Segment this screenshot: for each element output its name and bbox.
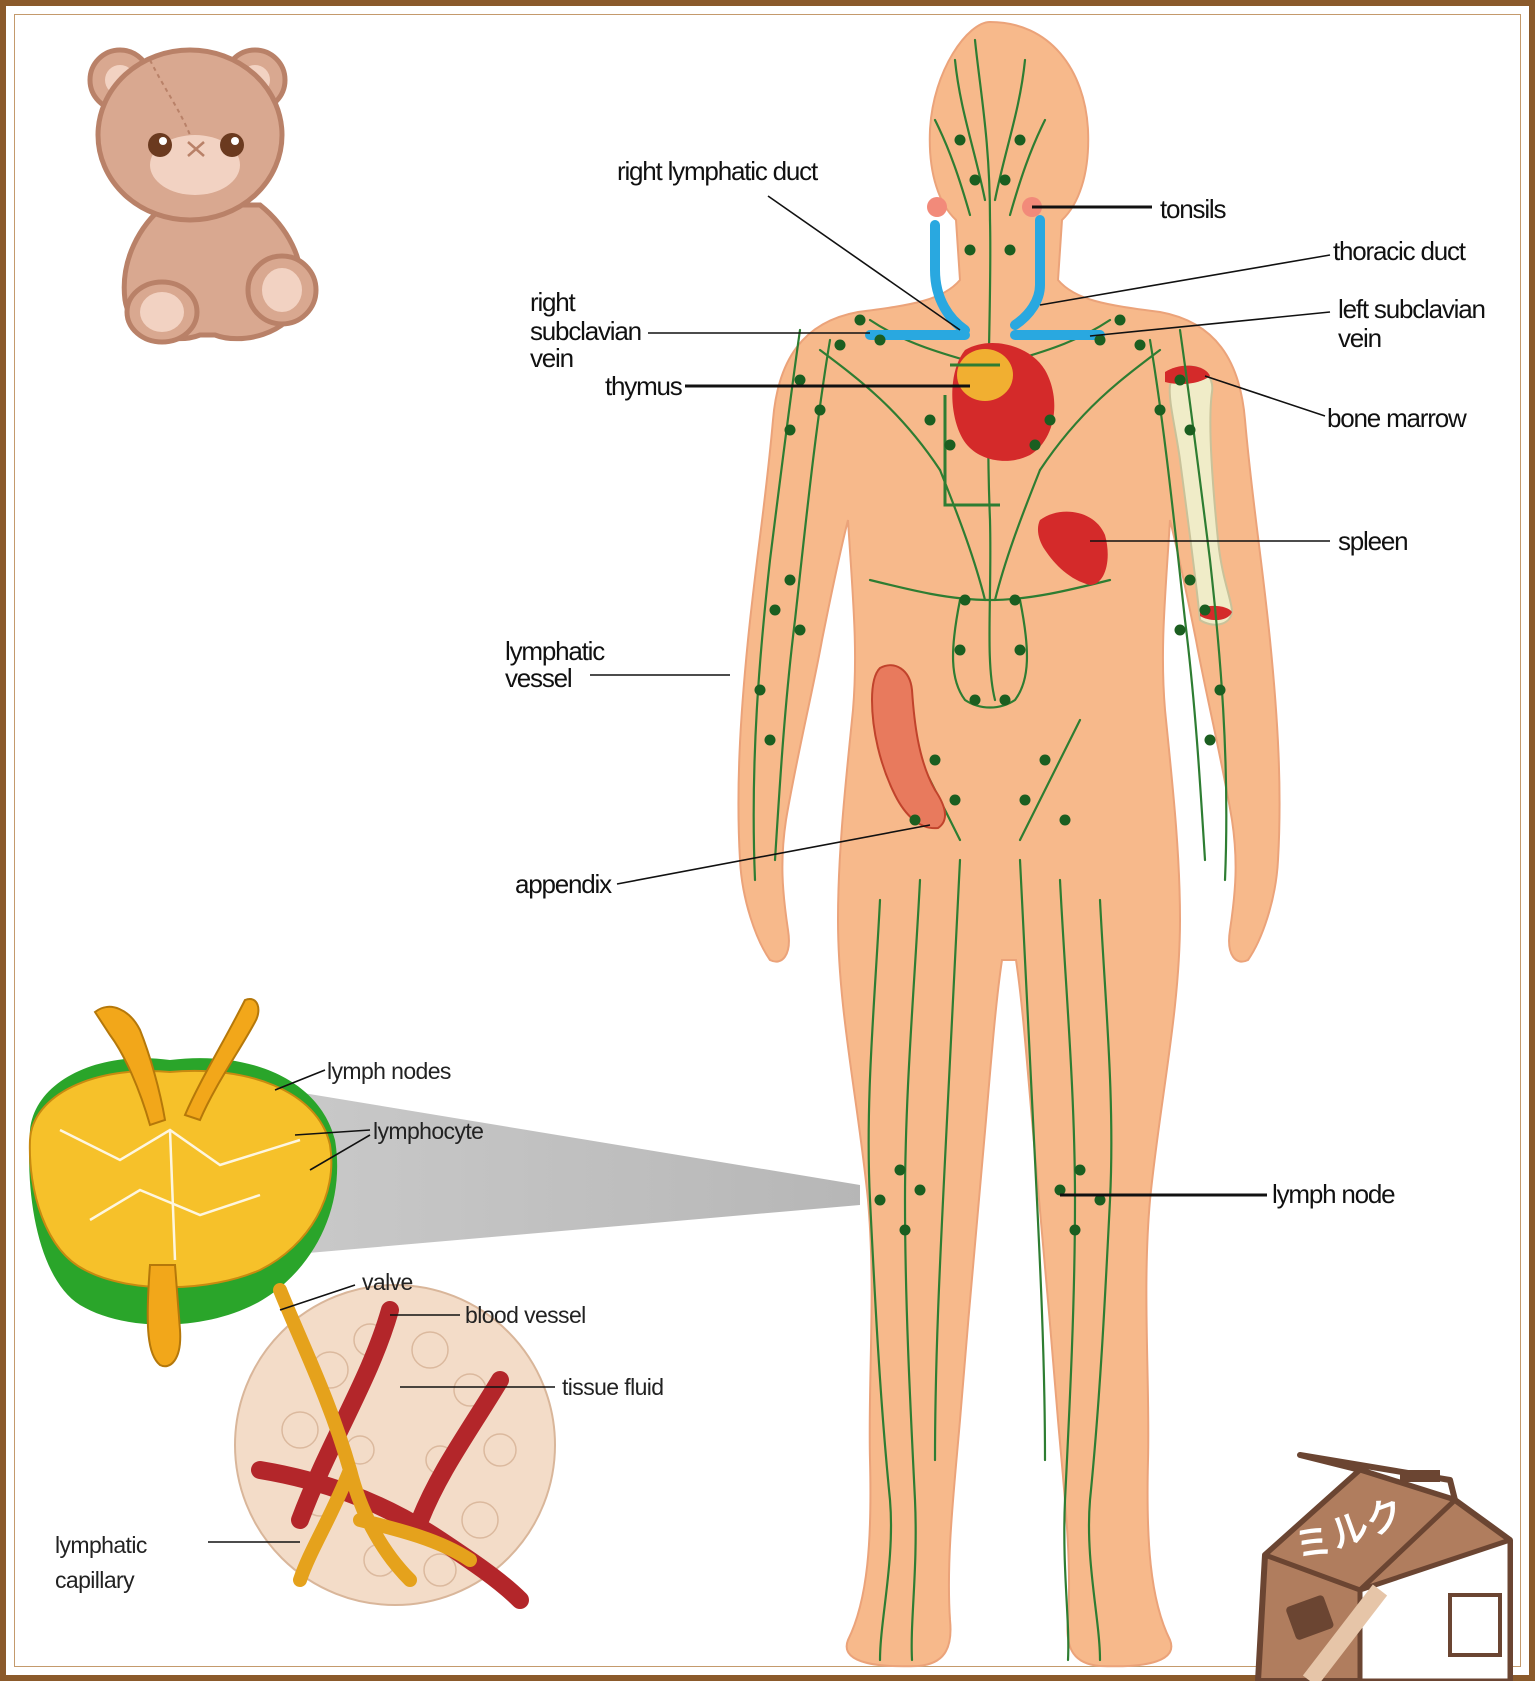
- lymph-node-dot: [900, 1225, 911, 1236]
- lymph-node-dot: [1185, 425, 1196, 436]
- lymph-node-dot: [970, 695, 981, 706]
- lymph-node-dot: [945, 440, 956, 451]
- lymph-node-dot: [1000, 175, 1011, 186]
- lymph-node-dot: [915, 1185, 926, 1196]
- teddy-bear-icon: [90, 50, 316, 342]
- lymph-node-dot: [1175, 625, 1186, 636]
- label-lymph-node: lymph node: [1272, 1179, 1395, 1209]
- lymph-node-dot: [1060, 815, 1071, 826]
- lymph-node-dot: [795, 375, 806, 386]
- lymph-node-dot: [1175, 375, 1186, 386]
- lymph-node-dot: [1185, 575, 1196, 586]
- label-right-subclavian-2: subclavian: [530, 316, 641, 346]
- label-tissue-fluid: tissue fluid: [562, 1374, 663, 1400]
- lymph-node-dot: [755, 685, 766, 696]
- lymph-node-dot: [925, 415, 936, 426]
- lymph-node-dot: [875, 335, 886, 346]
- lymph-node-dot: [835, 340, 846, 351]
- lymph-node-dot: [1000, 695, 1011, 706]
- lymph-node-dot: [795, 625, 806, 636]
- lymph-node-dot: [1015, 135, 1026, 146]
- thymus: [957, 349, 1013, 401]
- lymph-node-dot: [1040, 755, 1051, 766]
- label-appendix: appendix: [515, 869, 612, 899]
- leader-thoracic-duct: [1040, 255, 1330, 305]
- lymph-node-dot: [1200, 605, 1211, 616]
- lymph-node-dot: [930, 755, 941, 766]
- lymph-node-dot: [950, 795, 961, 806]
- lymph-node-dot: [770, 605, 781, 616]
- lymph-node-dot: [1015, 645, 1026, 656]
- tonsil-right: [927, 197, 947, 217]
- label-valve: valve: [362, 1269, 413, 1295]
- lymph-node-dot: [1215, 685, 1226, 696]
- label-left-subclavian-1: left subclavian: [1338, 294, 1485, 324]
- label-lymphatic-capillary-1: lymphatic: [55, 1532, 147, 1558]
- lymph-node-dot: [875, 1195, 886, 1206]
- body-outline: [738, 22, 1279, 1666]
- lymph-node-dot: [1020, 795, 1031, 806]
- lymph-node-dot: [1005, 245, 1016, 256]
- lymph-node-dot: [1135, 340, 1146, 351]
- label-left-subclavian-2: vein: [1338, 323, 1381, 353]
- lymph-node-dot: [1075, 1165, 1086, 1176]
- lymph-node-dot: [1155, 405, 1166, 416]
- label-lymph-nodes: lymph nodes: [327, 1058, 451, 1084]
- lymph-node-dot: [1045, 415, 1056, 426]
- lymph-node-dot: [785, 425, 796, 436]
- label-lymphocyte: lymphocyte: [373, 1118, 483, 1144]
- body-silhouette: [738, 22, 1279, 1666]
- lymph-node-dot: [955, 645, 966, 656]
- lymph-node-dot: [1070, 1225, 1081, 1236]
- lymph-node-dot: [960, 595, 971, 606]
- label-thoracic-duct: thoracic duct: [1333, 236, 1467, 266]
- lymph-node-dot: [965, 245, 976, 256]
- milk-carton-icon: ミルク: [1258, 1455, 1510, 1681]
- lymph-node-dot: [910, 815, 921, 826]
- lymph-node-dot: [970, 175, 981, 186]
- label-lymphatic-vessel-1: lymphatic: [505, 636, 605, 666]
- label-tonsils: tonsils: [1160, 194, 1226, 224]
- tissue-capillary-inset: [235, 1285, 555, 1605]
- lymph-node-dot: [1030, 440, 1041, 451]
- efferent-vessel: [148, 1265, 181, 1366]
- lymph-node-dot: [1010, 595, 1021, 606]
- lymph-node-dot: [815, 405, 826, 416]
- label-bone-marrow: bone marrow: [1327, 403, 1467, 433]
- lymph-node-dot: [1205, 735, 1216, 746]
- lymph-node-dot: [765, 735, 776, 746]
- label-lymphatic-vessel-2: vessel: [505, 663, 572, 693]
- label-right-subclavian-3: vein: [530, 343, 573, 373]
- lymph-node-dot: [855, 315, 866, 326]
- label-right-subclavian-1: right: [530, 287, 577, 317]
- magnification-beam: [285, 1090, 860, 1255]
- label-lymphatic-capillary-2: capillary: [55, 1567, 135, 1593]
- lymph-node-dot: [895, 1165, 906, 1176]
- lymph-node-dot: [955, 135, 966, 146]
- label-blood-vessel: blood vessel: [465, 1302, 586, 1328]
- lymph-node-dot: [1115, 315, 1126, 326]
- label-thymus: thymus: [605, 371, 683, 401]
- lymph-node-dot: [785, 575, 796, 586]
- label-spleen: spleen: [1338, 526, 1407, 556]
- label-right-lymphatic-duct: right lymphatic duct: [617, 156, 819, 186]
